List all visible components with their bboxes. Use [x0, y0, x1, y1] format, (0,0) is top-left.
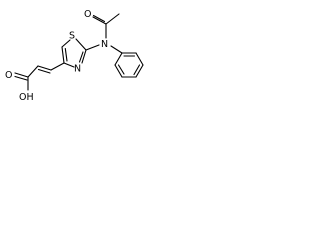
bond-namide-phenyl	[110, 45, 123, 54]
bond-vinyl-double	[37, 65, 52, 71]
phenyl-bond-5	[114, 64, 123, 78]
bond-c4-c5-double	[64, 47, 68, 62]
atom-o-acetyl: O	[84, 9, 91, 20]
bond-c4-vinyl	[50, 62, 65, 71]
bonds	[14, 13, 144, 91]
bond-n3-c4	[63, 62, 75, 68]
phenyl-double-2	[133, 64, 141, 76]
phenyl-bond-6	[114, 52, 123, 66]
bond-carboxyl-o-double	[14, 72, 29, 78]
bond-c5-s1	[61, 39, 71, 48]
phenyl-bond-3	[135, 64, 144, 78]
atom-n-amide: N	[101, 39, 108, 50]
bond-c4-c5	[61, 46, 65, 64]
atom-o-carbonyl: O	[5, 70, 12, 81]
chemical-structure: S N N O O OH	[5, 9, 144, 103]
bond-c2-n3-double	[78, 51, 84, 63]
bond-carboxyl-o-double-2	[14, 75, 28, 81]
atom-s1: S	[69, 31, 75, 42]
atom-oh: OH	[19, 92, 34, 103]
bond-acetyl-methyl	[105, 13, 120, 25]
bond-c2-namide	[85, 44, 100, 51]
bond-s1-c2	[75, 38, 87, 51]
atom-n-ring: N	[74, 64, 81, 75]
bond-acetyl-c-o	[92, 16, 107, 25]
bond-c2-n3	[81, 49, 87, 64]
phenyl-bond-2	[135, 52, 144, 66]
bond-vinyl-carboxyl	[27, 65, 39, 78]
atom-labels: S N N O O OH	[5, 9, 108, 103]
bond-vinyl-double-2	[37, 68, 51, 74]
bond-acetyl-c-o-double	[92, 14, 106, 23]
phenyl-double-3	[117, 64, 125, 75]
